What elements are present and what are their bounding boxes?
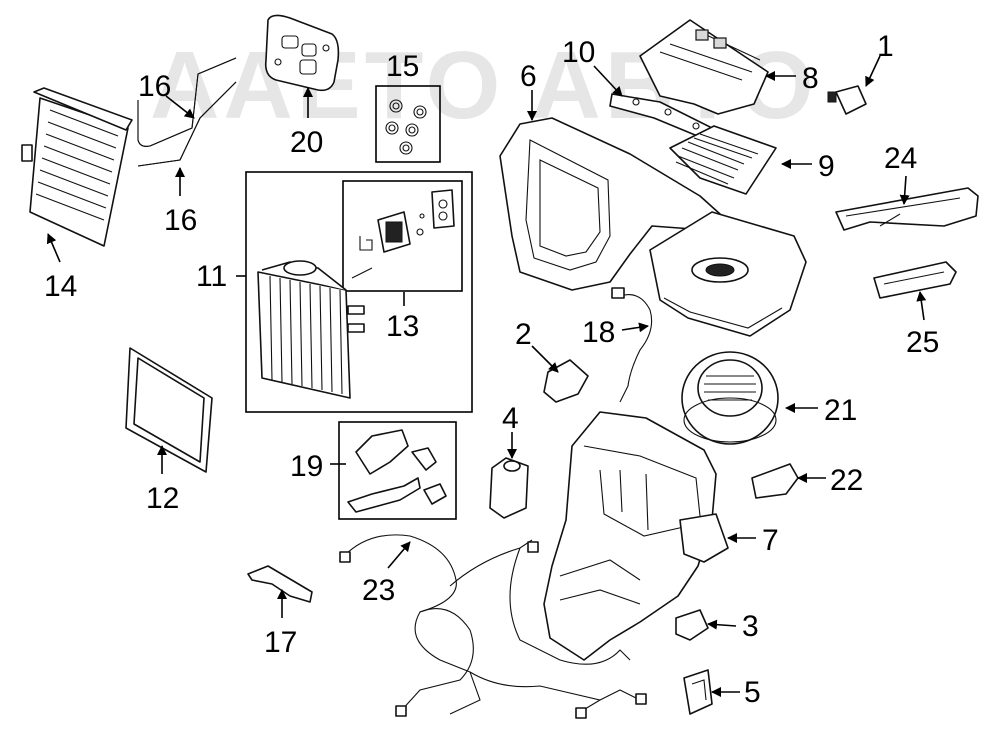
leader-18 (621, 322, 649, 333)
wiring-harness-part (339, 534, 647, 719)
evaporator-seal-part (125, 347, 213, 473)
blower-resistor-part (751, 463, 799, 499)
callout-9: 9 (818, 150, 835, 183)
callout-22: 22 (830, 464, 863, 497)
callout-18: 18 (582, 316, 615, 349)
retaining-clip-part (683, 669, 713, 715)
callout-1: 1 (877, 30, 894, 63)
temperature-sensor-wire-part (611, 287, 653, 403)
vent-outlet-part (873, 261, 957, 299)
door-linkage-kit-part (347, 429, 447, 513)
callout-16b: 16 (164, 204, 197, 237)
heater-core-part (21, 87, 133, 247)
callout-5: 5 (744, 676, 761, 709)
leader-3 (707, 619, 737, 630)
callout-10: 10 (562, 36, 595, 69)
callout-13: 13 (386, 310, 419, 343)
group-box-13 (342, 180, 463, 292)
callout-2: 2 (515, 318, 532, 351)
mounting-bracket-part (247, 565, 313, 603)
leader-16a (165, 95, 195, 119)
o-ring-kit-part (385, 99, 427, 155)
callout-11: 11 (196, 260, 227, 293)
callout-3: 3 (742, 610, 759, 643)
temperature-sensor-part (827, 85, 867, 115)
group-box-15 (375, 85, 441, 163)
expansion-valve-kit-part (351, 189, 455, 279)
leader-2 (531, 345, 559, 373)
callout-8: 8 (802, 62, 819, 95)
leader-14 (46, 233, 61, 263)
callout-4: 4 (502, 402, 519, 435)
callout-15: 15 (386, 50, 419, 83)
callout-23: 23 (362, 574, 395, 607)
group-box-11 (245, 171, 473, 413)
door-actuator-part (543, 359, 589, 403)
evaporator-sensor-part (675, 609, 709, 641)
hvac-housing-part (499, 117, 807, 337)
leader-10 (593, 65, 623, 97)
air-duct-part (835, 187, 979, 231)
leader-23 (387, 541, 411, 569)
blower-motor-part (681, 351, 779, 445)
air-inlet-cover-part (639, 19, 769, 115)
callout-19: 19 (290, 450, 323, 483)
mode-actuator-part (489, 457, 529, 519)
callout-6: 6 (520, 60, 537, 93)
group-box-19 (338, 421, 457, 520)
leader-1 (865, 55, 881, 87)
callout-16a: 16 (138, 70, 171, 103)
leader-24 (899, 175, 910, 205)
callout-25: 25 (906, 326, 939, 359)
heater-hoses-part (137, 57, 237, 167)
cabin-air-filter-part (669, 125, 777, 195)
callout-21: 21 (824, 394, 857, 427)
evaporator-core-part (257, 260, 365, 399)
callout-12: 12 (146, 482, 179, 515)
callout-7: 7 (762, 524, 779, 557)
distribution-housing-part (543, 411, 729, 661)
leader-25 (916, 291, 927, 321)
callout-14: 14 (44, 270, 77, 303)
gasket-plate-part (264, 14, 340, 92)
callout-24: 24 (884, 142, 917, 175)
callout-17: 17 (264, 626, 297, 659)
callout-20: 20 (290, 126, 323, 159)
